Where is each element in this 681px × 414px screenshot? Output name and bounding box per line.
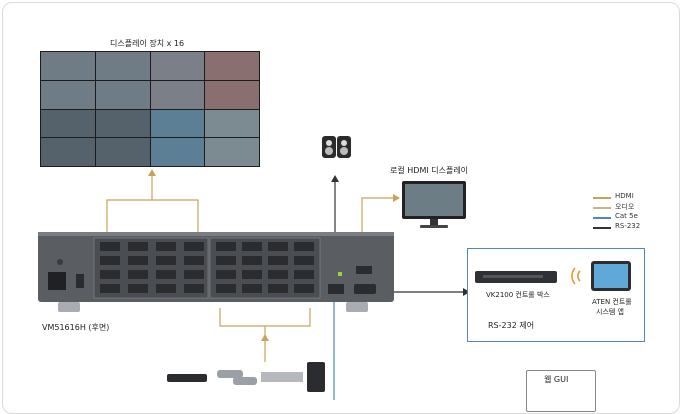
tablet-app-icon [591, 261, 631, 291]
matrix-switch-device [38, 232, 394, 312]
video-wall-label: 디스플레이 장치 x 16 [110, 39, 185, 48]
legend-item-audio: 오디오 [593, 203, 673, 213]
legend-item-rs232: RS-232 [593, 222, 673, 233]
legend-item-hdmi: HDMI [593, 192, 673, 203]
web-gui-window [526, 370, 596, 412]
wireless-icon [571, 267, 581, 285]
source-devices-icon [167, 362, 325, 392]
legend-swatch [593, 207, 611, 209]
aten-app-label-1: ATEN 컨트롤 [592, 298, 632, 306]
legend-label: HDMI [615, 192, 634, 200]
speakers-icon [322, 136, 351, 158]
vk2100-box-icon [475, 271, 557, 283]
legend-swatch [593, 217, 611, 219]
legend-swatch [593, 197, 611, 199]
matrix-model-label: VM51616H (후면) [42, 323, 110, 332]
legend-label: RS-232 [615, 222, 641, 230]
legend-label: Cat 5e [615, 212, 638, 220]
local-hdmi-monitor-icon [402, 181, 466, 228]
web-gui-label: 웹 GUI [544, 375, 569, 384]
legend-label: 오디오 [615, 203, 635, 211]
hdmi-line-to-wall [106, 199, 199, 232]
vk2100-label: VK2100 컨트롤 박스 [486, 291, 550, 299]
legend-item-cat5e: Cat 5e [593, 212, 673, 223]
legend-swatch [593, 227, 611, 229]
hdmi-line-to-local [361, 197, 396, 248]
rs232-control-label: RS-232 제어 [488, 321, 535, 330]
video-wall [40, 51, 260, 167]
local-hdmi-label: 로컬 HDMI 디스플레이 [390, 166, 469, 175]
aten-app-label-2: 시스템 앱 [596, 308, 624, 316]
